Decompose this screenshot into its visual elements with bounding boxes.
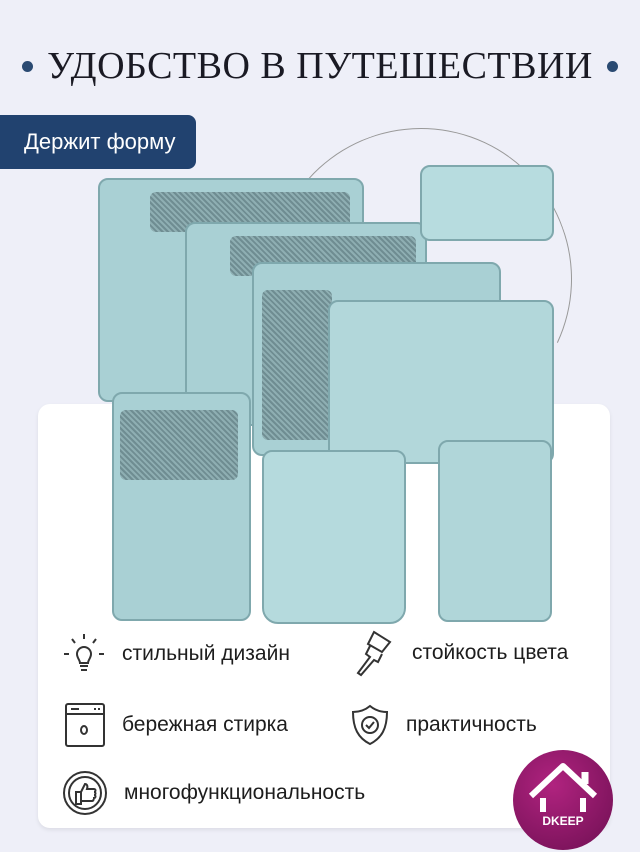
brand-logo: DKEEP	[513, 750, 613, 850]
feature-badge: Держит форму	[0, 115, 196, 169]
thumbs-up-badge-icon	[63, 771, 107, 815]
shield-check-icon	[351, 704, 389, 746]
bullet-dot	[606, 60, 618, 72]
logo-text: DKEEP	[542, 814, 584, 828]
feature-stylish-design: стильный дизайн	[62, 632, 290, 676]
feature-gentle-wash: бережная стирка	[64, 702, 288, 748]
house-icon	[528, 763, 598, 812]
paint-brush-icon	[356, 630, 392, 677]
page-title: УДОБСТВО В ПУТЕШЕСТВИИ	[0, 44, 640, 88]
feature-multifunctionality: многофункциональность	[62, 770, 365, 816]
feature-color-fastness: стойкость цвета	[352, 628, 568, 678]
lightbulb-icon	[64, 634, 104, 671]
bullet-dot	[22, 60, 34, 72]
feature-practicality: практичность	[350, 704, 537, 746]
washing-machine-icon	[65, 703, 105, 747]
